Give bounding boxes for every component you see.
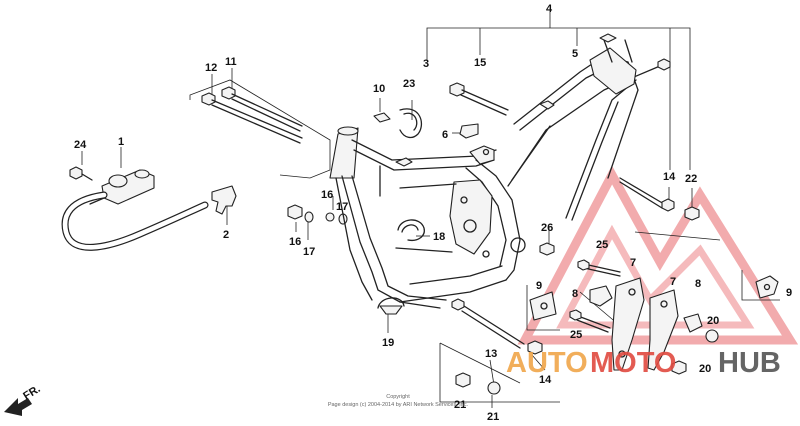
callout-8a: 8 bbox=[572, 288, 578, 300]
nut-16-17-group bbox=[287, 204, 348, 225]
front-direction-label: FR. bbox=[21, 383, 42, 403]
callout-17b: 17 bbox=[303, 246, 315, 258]
callout-23: 23 bbox=[403, 78, 415, 90]
copyright-line-1: Copyright bbox=[386, 394, 410, 400]
ignition-coil bbox=[89, 169, 155, 205]
callout-24: 24 bbox=[74, 139, 87, 151]
callout-11: 11 bbox=[225, 56, 237, 68]
callout-17a: 17 bbox=[336, 201, 348, 213]
callout-6: 6 bbox=[442, 129, 448, 141]
callout-3: 3 bbox=[423, 58, 429, 70]
bolt-24 bbox=[69, 166, 93, 181]
callout-16a: 16 bbox=[321, 189, 333, 201]
band-23 bbox=[399, 108, 423, 139]
mount-9 bbox=[529, 275, 779, 321]
bolt-15 bbox=[449, 82, 509, 116]
clamp-18 bbox=[397, 219, 425, 242]
watermark-part-1: AUTO bbox=[506, 347, 588, 379]
callout-21a: 21 bbox=[454, 399, 466, 411]
high-tension-cord bbox=[61, 191, 209, 251]
callout-25a: 25 bbox=[596, 239, 608, 251]
callout-7a: 7 bbox=[630, 257, 636, 269]
main-frame bbox=[329, 126, 526, 309]
callout-9a: 9 bbox=[536, 280, 542, 292]
long-bolts-11-12 bbox=[201, 86, 303, 144]
callout-14b: 14 bbox=[539, 374, 552, 386]
watermark-logo bbox=[517, 165, 799, 345]
copyright-line-2: Page design (c) 2004-2014 by ARI Network… bbox=[328, 402, 469, 408]
callout-20b: 20 bbox=[699, 363, 711, 375]
callout-numbers: 1 2 3 4 5 6 7 7 8 8 9 9 10 11 12 13 14 1… bbox=[74, 3, 792, 423]
callout-5: 5 bbox=[572, 48, 578, 60]
copyright-notice: Copyright Page design (c) 2004-2014 by A… bbox=[328, 394, 469, 408]
spark-plug-cap bbox=[211, 185, 237, 215]
nut-21-group bbox=[455, 372, 501, 395]
bolt-13 bbox=[451, 298, 543, 355]
sub-frame bbox=[507, 33, 671, 221]
clip-19 bbox=[377, 297, 405, 315]
callout-16b: 16 bbox=[289, 236, 301, 248]
callout-18: 18 bbox=[433, 231, 445, 243]
bolt-25-group bbox=[569, 259, 621, 333]
callout-15: 15 bbox=[474, 57, 486, 69]
callout-10: 10 bbox=[373, 83, 385, 95]
bracket-7-8 bbox=[589, 277, 719, 375]
callout-20a: 20 bbox=[707, 315, 719, 327]
bolt-26 bbox=[539, 242, 555, 256]
callout-13: 13 bbox=[485, 348, 497, 360]
callout-19: 19 bbox=[382, 337, 394, 349]
watermark-text: AUTO MOTO HUB bbox=[506, 347, 781, 379]
rubber-6 bbox=[459, 123, 479, 139]
callout-8b: 8 bbox=[695, 278, 701, 290]
watermark-part-3: HUB bbox=[718, 347, 781, 379]
clip-10 bbox=[373, 112, 391, 123]
bolt-14-22 bbox=[619, 177, 700, 221]
callout-7b: 7 bbox=[670, 276, 676, 288]
callout-21b: 21 bbox=[487, 411, 499, 423]
callout-4: 4 bbox=[546, 3, 553, 15]
callout-26: 26 bbox=[541, 222, 553, 234]
callout-25b: 25 bbox=[570, 329, 582, 341]
callout-9b: 9 bbox=[786, 287, 792, 299]
callout-1: 1 bbox=[118, 136, 124, 148]
callout-22: 22 bbox=[685, 173, 697, 185]
callout-2: 2 bbox=[223, 229, 229, 241]
callout-12: 12 bbox=[205, 62, 217, 74]
watermark-part-2: MOTO bbox=[590, 347, 676, 379]
front-direction-arrow: FR. bbox=[4, 383, 43, 416]
callout-14a: 14 bbox=[663, 171, 676, 183]
